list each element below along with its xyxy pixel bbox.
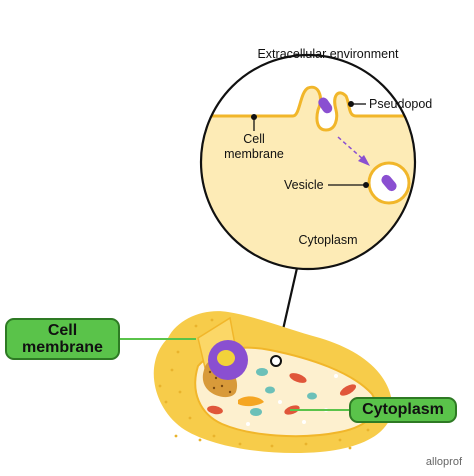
inset-outline: [199, 53, 417, 271]
golgi: [238, 396, 264, 407]
vesicle-particle: [381, 174, 397, 192]
mitochondrion: [339, 384, 357, 396]
small-vesicle: [265, 386, 275, 394]
cytoplasm-label: Cytoplasm: [362, 401, 444, 418]
cytoplasm-label-box: Cytoplasm: [349, 397, 457, 423]
animal-cell: [153, 311, 393, 454]
inset-membrane-label-line1: Cell: [243, 132, 265, 146]
inset-membrane-line: [201, 85, 415, 132]
arrow-head: [358, 155, 370, 166]
small-vesicle: [256, 368, 268, 376]
vesicle-dot: [363, 182, 369, 188]
inset-membrane-label-line2: membrane: [224, 147, 284, 161]
inset-cytoplasm: [201, 87, 415, 269]
small-vesicle: [250, 408, 262, 416]
cell-membrane-label: Cell membrane: [22, 322, 103, 356]
extracellular-label: Extracellular environment: [257, 47, 399, 61]
zoom-point: [270, 355, 282, 367]
inset-cytoplasm-label: Cytoplasm: [298, 233, 357, 247]
pseudopod-label: Pseudopod: [369, 97, 432, 111]
alloprof-watermark: alloprof: [425, 456, 462, 468]
small-vesicle: [307, 392, 317, 400]
vesicle-label: Vesicle: [284, 178, 324, 192]
cell-membrane-label-box: Cell membrane: [5, 318, 120, 360]
engulfed-particle: [318, 97, 333, 114]
movement-arrow: [337, 136, 365, 161]
magnified-inset: Pseudopod Cell membrane Vesicle Extracel…: [199, 47, 432, 271]
mitochondrion: [289, 373, 307, 383]
mitochondrion: [207, 405, 223, 415]
nucleolus: [217, 350, 235, 366]
